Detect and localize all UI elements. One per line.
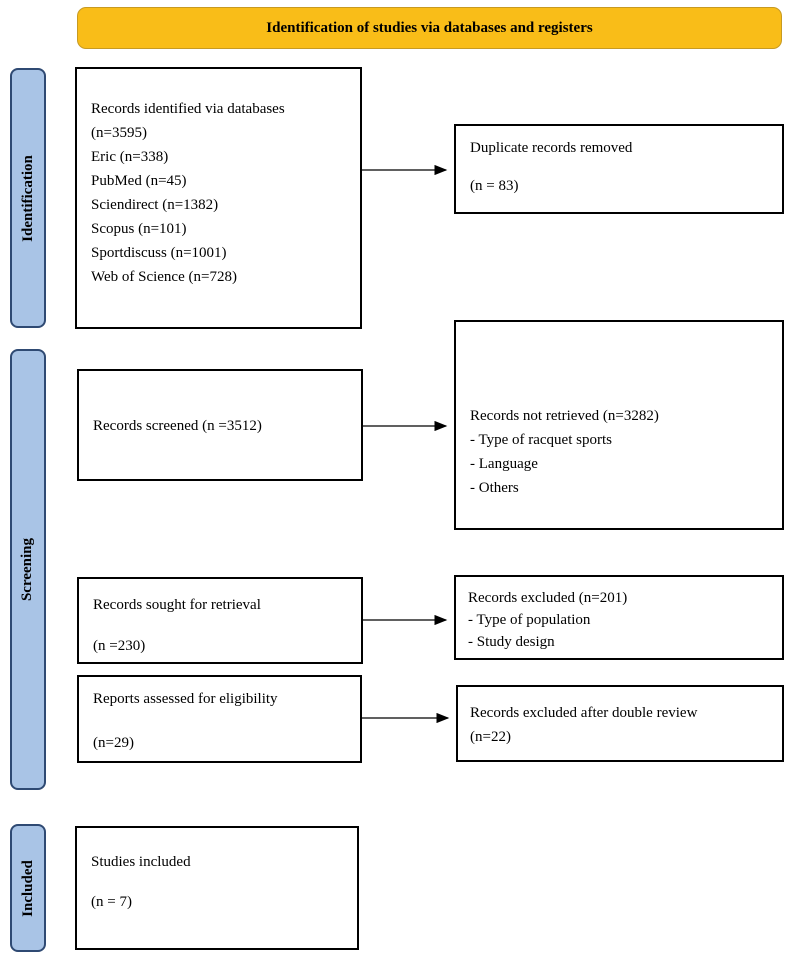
studies-included-box: Studies included (n = 7) [75, 826, 359, 950]
records-excluded-title: Records excluded (n=201) [468, 590, 628, 606]
studies-included-title: Studies included [91, 854, 191, 870]
records-identified-box: Records identified via databases (n=3595… [75, 67, 362, 329]
reports-assessed-count: (n=29) [93, 735, 134, 751]
phase-identification: Identification [10, 68, 46, 328]
not-retrieved-title: Records not retrieved (n=3282) [470, 408, 659, 424]
not-retrieved-reason: - Language [470, 456, 538, 472]
reports-assessed-title: Reports assessed for eligibility [93, 691, 278, 707]
records-excluded-box: Records excluded (n=201) - Type of popul… [454, 575, 784, 660]
phase-included: Included [10, 824, 46, 952]
reports-assessed-box: Reports assessed for eligibility (n=29) [77, 675, 362, 763]
duplicates-title: Duplicate records removed [470, 140, 633, 156]
not-retrieved-reason: - Type of racquet sports [470, 432, 612, 448]
records-identified-title: Records identified via databases [91, 101, 285, 117]
records-excluded-reason: - Type of population [468, 612, 591, 628]
records-sought-title: Records sought for retrieval [93, 597, 261, 613]
excluded-review-count: (n=22) [470, 729, 511, 745]
records-identified-total: (n=3595) [91, 125, 147, 141]
header-title: Identification of studies via databases … [266, 19, 593, 36]
duplicates-count: (n = 83) [470, 178, 519, 194]
source-item: PubMed (n=45) [91, 173, 187, 189]
records-excluded-reason: - Study design [468, 634, 555, 650]
phase-screening: Screening [10, 349, 46, 790]
not-retrieved-reason: - Others [470, 480, 519, 496]
records-not-retrieved-box: Records not retrieved (n=3282) - Type of… [454, 320, 784, 530]
records-sought-count: (n =230) [93, 638, 146, 654]
source-item: Sciendirect (n=1382) [91, 197, 219, 213]
excluded-review-box: Records excluded after double review (n=… [456, 685, 784, 762]
excluded-review-title: Records excluded after double review [470, 705, 698, 721]
source-item: Scopus (n=101) [91, 221, 187, 237]
studies-included-count: (n = 7) [91, 894, 132, 910]
records-screened-text: Records screened (n =3512) [93, 418, 262, 434]
source-item: Sportdiscuss (n=1001) [91, 245, 227, 261]
source-item: Eric (n=338) [91, 149, 169, 165]
header-banner: Identification of studies via databases … [77, 7, 782, 49]
source-item: Web of Science (n=728) [91, 269, 237, 285]
records-screened-box: Records screened (n =3512) [77, 369, 363, 481]
records-sought-box: Records sought for retrieval (n =230) [77, 577, 363, 664]
duplicates-removed-box: Duplicate records removed (n = 83) [454, 124, 784, 214]
